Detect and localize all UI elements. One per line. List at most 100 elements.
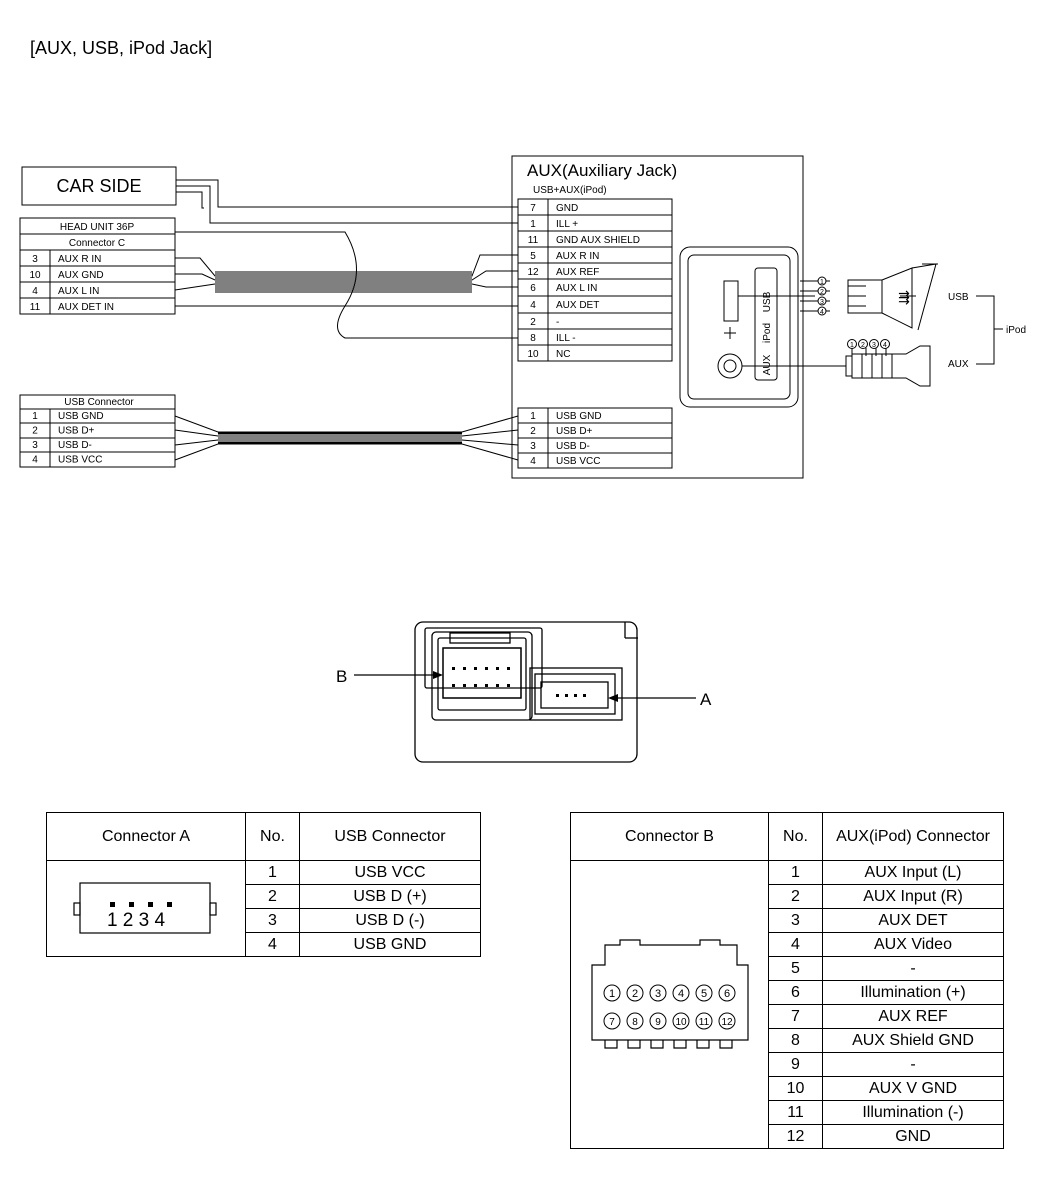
pin-dot [463, 667, 466, 670]
pin-dot [452, 667, 455, 670]
pin-dot [583, 694, 586, 697]
aux-jack-title: AUX(Auxiliary Jack) [527, 161, 677, 180]
head-unit-table: HEAD UNIT 36P Connector C [19, 217, 176, 315]
pin-name: GND [556, 203, 578, 214]
usb-connector-side-title: USB Connector [64, 397, 134, 408]
pin-name: USB VCC [556, 456, 600, 467]
pin-number: 4 [820, 309, 824, 316]
pin-dot [485, 684, 488, 687]
pin-number: 2 [861, 342, 865, 349]
plug-label-aux: AUX [948, 359, 969, 370]
table-row-name: USB GND [299, 932, 481, 957]
pin-name: USB GND [58, 411, 104, 422]
pin-name: AUX REF [556, 267, 599, 278]
connector-a-table: Connector A No. USB Connector 1 USB VCC … [46, 812, 481, 957]
pin-name: AUX R IN [556, 251, 599, 262]
pin-name: AUX DET [556, 300, 599, 311]
pin-dot [574, 694, 577, 697]
pin-dot [485, 667, 488, 670]
pin-name: NC [556, 349, 570, 360]
pin-number: 2 [530, 426, 536, 437]
panel-label-ipod: iPod [762, 323, 773, 343]
arrowhead-b [433, 671, 443, 679]
usb-plug-trident-icon: ⇶ [898, 289, 910, 305]
pin-name: AUX GND [58, 270, 104, 281]
pin-number: 6 [530, 283, 536, 294]
pin-number: 1 [32, 411, 38, 422]
usb-trident-icon [724, 327, 736, 339]
usb-harness [174, 415, 519, 461]
pin-name: USB D- [556, 441, 590, 452]
pin-number: 10 [527, 349, 539, 360]
pin-number: 11 [528, 235, 539, 246]
table-row-name: USB D (+) [299, 884, 481, 909]
pin-dot [452, 684, 455, 687]
arrowhead-a [608, 694, 618, 702]
page-title: [AUX, USB, iPod Jack] [30, 38, 213, 58]
pin-number: 5 [530, 251, 536, 262]
table-row-no: 7 [768, 1004, 823, 1029]
pin-dot [565, 694, 568, 697]
connector-a-body [540, 681, 609, 709]
usb-port [723, 280, 739, 322]
pin-dot [507, 684, 510, 687]
table-row-name: GND [822, 1124, 1004, 1149]
table-row-no: 1 [245, 860, 300, 885]
table-row-no: 11 [768, 1100, 823, 1125]
pin-circle [880, 339, 890, 349]
pin-name: AUX R IN [58, 254, 101, 265]
car-side-wires [176, 179, 518, 224]
table-row-no: 1 [768, 860, 823, 885]
connector-a-name-header: USB Connector [299, 812, 481, 861]
pin-circle [858, 339, 868, 349]
pin-dot [556, 694, 559, 697]
pin-dot [474, 684, 477, 687]
plug-label-ipod: iPod [1006, 325, 1026, 336]
car-side-label: CAR SIDE [56, 176, 141, 196]
usb-connector-side-table: USB Connector [19, 394, 176, 468]
table-row-name: AUX DET [822, 908, 1004, 933]
pin-name: AUX DET IN [58, 302, 114, 313]
table-row-no: 8 [768, 1028, 823, 1053]
table-row-no: 3 [245, 908, 300, 933]
table-row-name: AUX REF [822, 1004, 1004, 1029]
pin-number: 3 [530, 441, 536, 452]
table-row-name: AUX Input (R) [822, 884, 1004, 909]
pin-number: 10 [29, 270, 41, 281]
pin-name: USB D+ [58, 426, 95, 437]
pin-dot [463, 684, 466, 687]
pin-number: 1 [530, 219, 536, 230]
connector-b-name-header: AUX(iPod) Connector [822, 812, 1004, 861]
pin-number: 7 [530, 203, 536, 214]
pin-number: 3 [32, 440, 38, 451]
pin-name: AUX L IN [556, 283, 597, 294]
table-row-name: - [822, 1052, 1004, 1077]
pin-number: 2 [820, 289, 824, 296]
connector-a-header: Connector A [46, 812, 246, 861]
pin-number: 4 [530, 456, 536, 467]
aux-plug [742, 345, 931, 387]
table-row-no: 3 [768, 908, 823, 933]
connector-b-no-header: No. [768, 812, 823, 861]
table-row-no: 10 [768, 1076, 823, 1101]
pin-dot [496, 667, 499, 670]
table-row-name: AUX Shield GND [822, 1028, 1004, 1053]
pin-name: AUX L IN [58, 286, 99, 297]
pin-circle [817, 276, 827, 286]
connector-b-header: Connector B [570, 812, 769, 861]
table-row-no: 4 [768, 932, 823, 957]
pin-number: 2 [32, 426, 38, 437]
table-row-name: Illumination (-) [822, 1100, 1004, 1125]
connector-a-no-header: No. [245, 812, 300, 861]
pin-circle [817, 286, 827, 296]
pin-number: 1 [530, 411, 536, 422]
panel-label-aux: AUX [762, 354, 773, 375]
pin-number: 8 [530, 333, 536, 344]
pin-number: 4 [32, 455, 38, 466]
pin-number: 2 [530, 317, 536, 328]
pin-dot [474, 667, 477, 670]
table-row-name: USB D (-) [299, 908, 481, 933]
pin-number: 4 [883, 342, 887, 349]
pin-number: 3 [32, 254, 38, 265]
